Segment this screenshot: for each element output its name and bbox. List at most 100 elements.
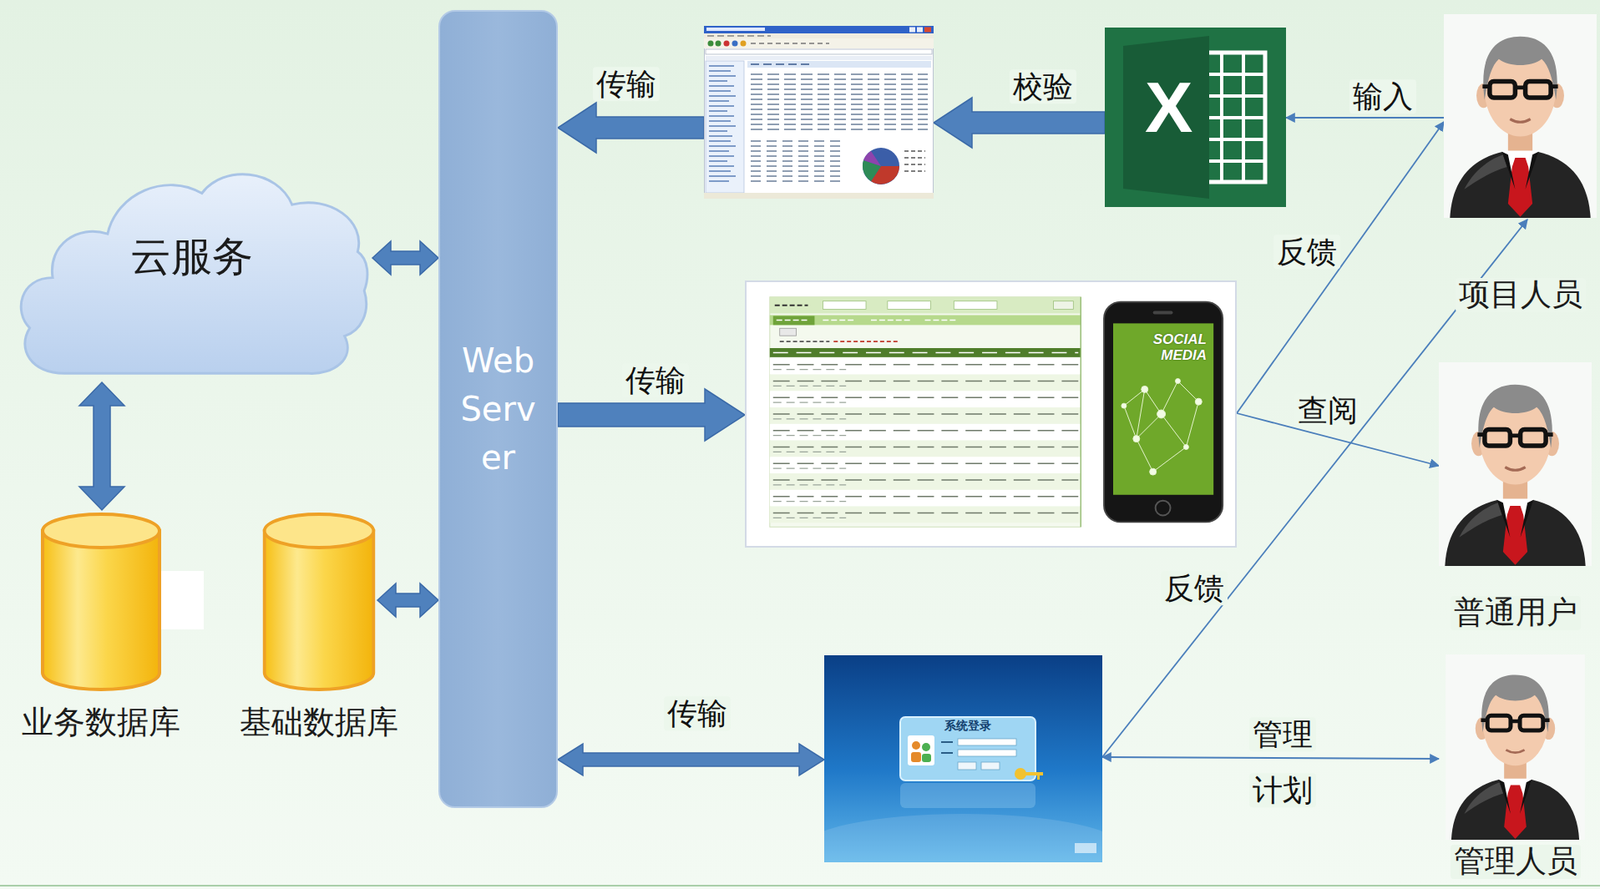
login-screenshot-part-part (1024, 772, 1044, 776)
person-figure-part (1480, 720, 1550, 722)
web-server-bar: Web Serv er (438, 10, 558, 809)
query-table-and-phone-part (769, 407, 1081, 425)
report-screenshot-part (705, 49, 932, 55)
query-table-and-phone-part (833, 340, 900, 343)
login-screenshot-part (824, 814, 1103, 863)
node-text: 云服务 (10, 232, 373, 283)
excel-icon-part (1123, 35, 1210, 199)
report-screenshot-part (904, 151, 926, 172)
query-table-and-phone-part (769, 456, 1081, 474)
person-figure: 普通用户 (1438, 362, 1592, 567)
person-figure-part (1451, 779, 1580, 841)
report-screenshot-part (747, 60, 932, 68)
report-screenshot-part (705, 60, 745, 193)
query-table-and-phone-part-part (1183, 445, 1189, 451)
report-screenshot-part (706, 27, 765, 31)
edge-label: 查阅 (1294, 393, 1362, 428)
person-figure-part (1505, 749, 1525, 753)
person-figure-part (1463, 782, 1504, 815)
query-table-and-phone-part-part (1194, 398, 1202, 406)
login-screenshot-part (900, 717, 1036, 781)
login-screenshot-part (957, 739, 1017, 746)
block-arrow (372, 241, 439, 275)
block-arrow (557, 102, 704, 153)
query-table-and-phone-part-part (1174, 379, 1180, 385)
query-table-and-phone-part (1121, 379, 1202, 476)
database-cylinder-part (264, 514, 375, 548)
query-table-and-phone-part (769, 297, 1081, 528)
query-table-and-phone-part (769, 490, 1081, 507)
person-figure-part (1487, 715, 1511, 731)
edge-label: 传输 (663, 696, 731, 731)
edge-label: 管理 (1249, 717, 1317, 752)
query-table-and-phone-part (773, 352, 1079, 355)
query-table-and-phone-part (769, 374, 1081, 392)
report-screenshot-part (924, 27, 932, 33)
report-screenshot-part (724, 40, 730, 47)
person-figure-part (1449, 151, 1590, 218)
node-text: 业务数据库 (21, 705, 181, 741)
query-table-and-phone-part (773, 369, 846, 519)
query-table-and-phone-part (769, 348, 1081, 358)
person-figure-part (1463, 154, 1507, 189)
node-text: 系统登录 (900, 718, 1036, 734)
login-screenshot-part (921, 754, 932, 763)
person-figure-part (1503, 506, 1528, 566)
person-figure-part (1519, 715, 1544, 731)
query-table-and-phone-part (1153, 311, 1174, 315)
login-screenshot-part (941, 742, 953, 754)
person-figure (1443, 12, 1597, 220)
report-screenshot (703, 25, 934, 199)
login-screenshot-part (1074, 843, 1097, 854)
report-screenshot-part (708, 40, 714, 47)
database-cylinder-part (42, 514, 160, 548)
edge-label: 反馈 (1273, 234, 1341, 269)
report-screenshot-part (750, 74, 928, 130)
block-arrow (377, 583, 439, 618)
login-screenshot: 系统登录 (824, 655, 1103, 863)
query-panel: SOCIAL MEDIA (744, 280, 1237, 548)
edge-note: 计划 (1249, 773, 1317, 808)
query-table-and-phone-part-part (1141, 385, 1149, 393)
query-table-and-phone-part (776, 319, 959, 322)
login-screenshot-part-part (1037, 775, 1040, 780)
person-figure-part (1444, 500, 1585, 567)
bottom-rule (0, 885, 1600, 887)
node-text: 普通用户 (1450, 596, 1581, 631)
excel-icon (1104, 27, 1287, 208)
database-cylinder-part (42, 531, 160, 690)
report-screenshot-part (862, 147, 900, 185)
edge-label: 反馈 (1160, 571, 1228, 606)
query-table-and-phone-part (822, 301, 866, 310)
login-screenshot-part (957, 749, 1017, 757)
person-figure-part (1484, 430, 1511, 447)
person-figure-part (1483, 36, 1557, 101)
person-figure-part (1438, 362, 1592, 567)
database-cylinder: 业务数据库 (38, 510, 164, 694)
query-table-and-phone-part-part (1121, 403, 1127, 409)
login-screenshot-part (921, 743, 931, 752)
report-screenshot-part (916, 27, 923, 33)
report-screenshot-part (750, 42, 830, 45)
login-screenshot-part (911, 741, 921, 750)
person-figure-part (1503, 785, 1527, 840)
query-table-and-phone-part (953, 301, 998, 310)
node-text: SOCIAL MEDIA (1133, 332, 1207, 364)
login-screenshot (824, 655, 1103, 863)
report-screenshot-part (715, 40, 722, 47)
query-table-and-phone-part (769, 473, 1081, 491)
query-table-and-phone (746, 282, 1236, 547)
node-text: Web Serv er (452, 336, 545, 482)
query-table-and-phone-part-part (1124, 381, 1199, 473)
person-figure-part (1509, 119, 1530, 123)
person-figure-part (1489, 81, 1516, 99)
query-table-and-phone-part (769, 315, 1081, 326)
report-screenshot-part (740, 40, 747, 47)
report-screenshot-part (705, 55, 932, 61)
database-cylinder (260, 510, 378, 694)
node-text: 管理人员 (1450, 845, 1581, 880)
person-figure-part (1497, 500, 1535, 538)
query-table-and-phone-part (769, 440, 1081, 458)
report-screenshot (703, 25, 934, 199)
